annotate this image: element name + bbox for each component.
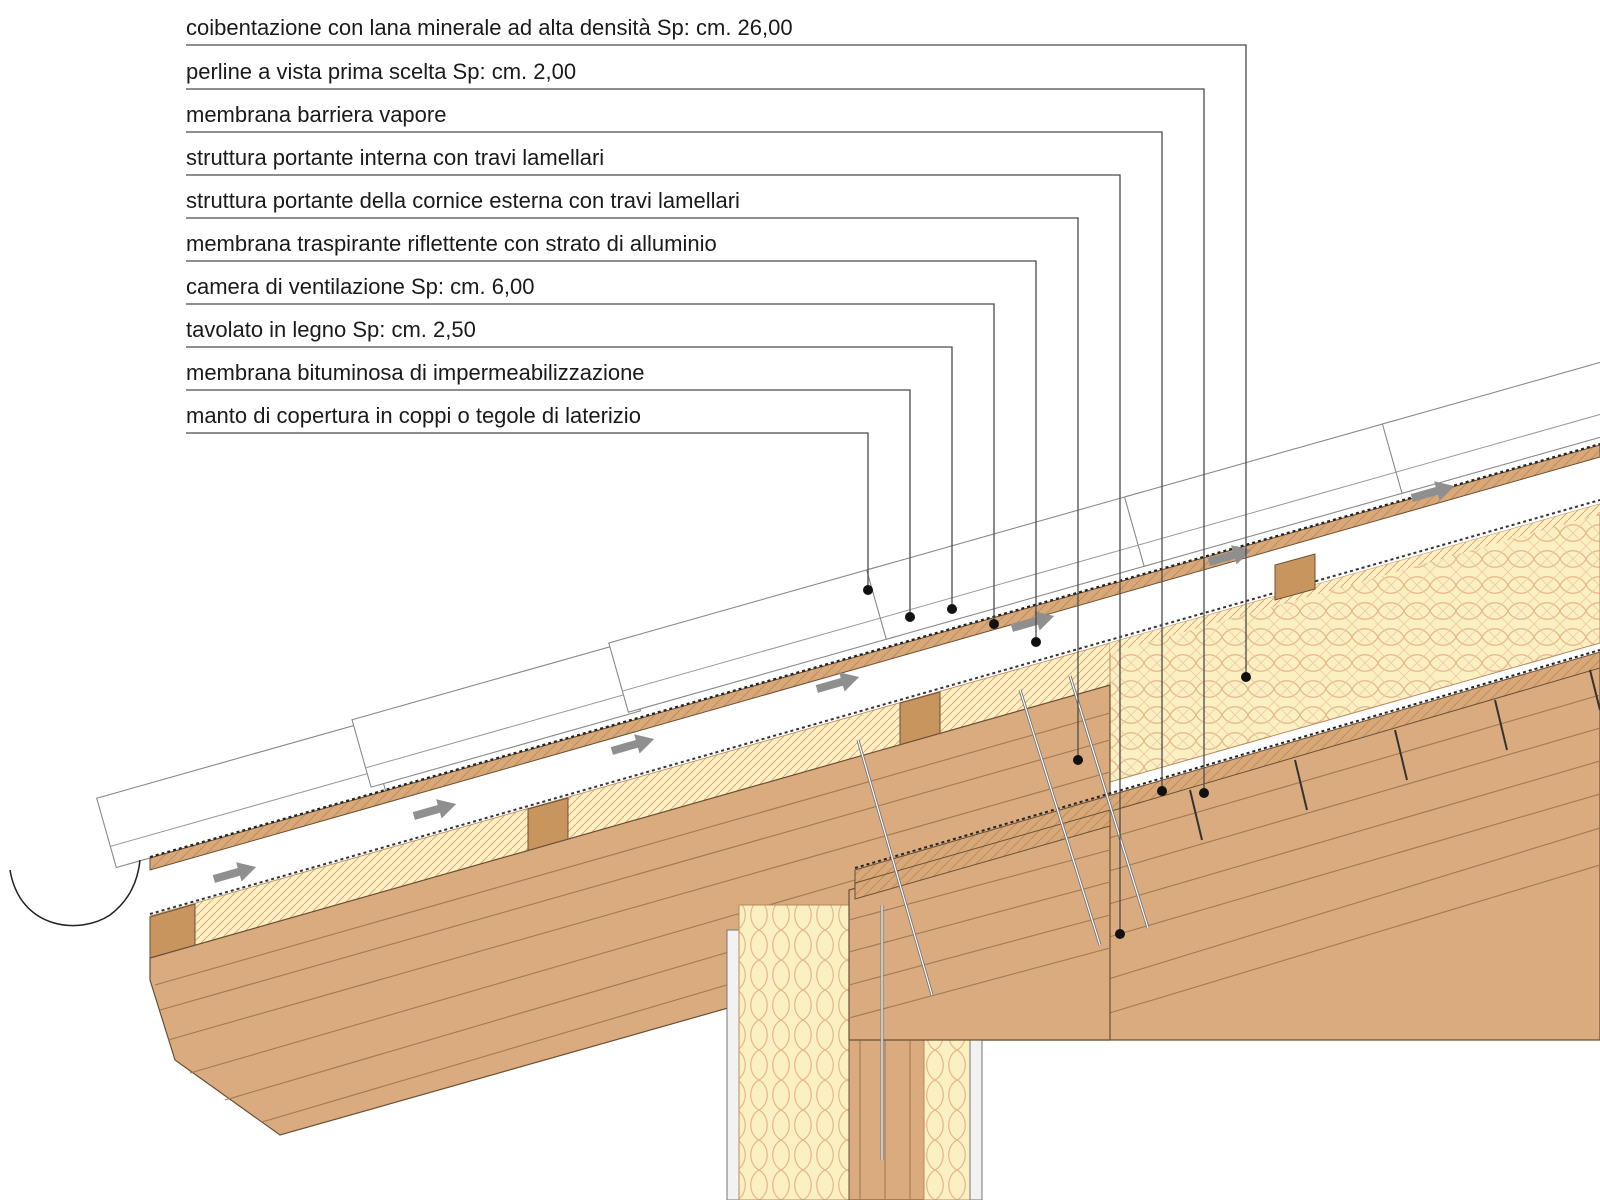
roof-tiles bbox=[96, 347, 1600, 869]
bullet-dot-icon bbox=[1073, 755, 1083, 765]
right-arrow-icon bbox=[1010, 611, 1055, 632]
label-membrana-bituminosa: membrana bituminosa di impermeabilizzazi… bbox=[186, 360, 645, 385]
label-coibentazione: coibentazione con lana minerale ad alta … bbox=[186, 15, 793, 40]
bullet-dot-icon bbox=[863, 585, 873, 595]
leader-coibentazione bbox=[186, 44, 1247, 677]
label-struttura-interna: struttura portante interna con travi lam… bbox=[186, 145, 604, 170]
leader-membrana-bituminosa bbox=[186, 389, 911, 617]
label-perline: perline a vista prima scelta Sp: cm. 2,0… bbox=[186, 59, 576, 84]
callout-dots bbox=[863, 585, 1251, 939]
leader-struttura-cornice bbox=[186, 217, 1079, 760]
label-manto-copertura: manto di copertura in coppi o tegole di … bbox=[186, 403, 641, 428]
leader-membrana-traspirante bbox=[186, 260, 1037, 642]
right-arrow-icon bbox=[412, 799, 457, 820]
bullet-dot-icon bbox=[905, 612, 915, 622]
label-camera-ventilazione: camera di ventilazione Sp: cm. 6,00 bbox=[186, 274, 535, 299]
leader-lines bbox=[186, 44, 1247, 934]
leader-manto-copertura bbox=[186, 432, 869, 590]
label-struttura-cornice: struttura portante della cornice esterna… bbox=[186, 188, 740, 213]
bullet-dot-icon bbox=[1115, 929, 1125, 939]
label-barriera-vapore: membrana barriera vapore bbox=[186, 102, 446, 127]
right-arrow-icon bbox=[1207, 545, 1252, 566]
bullet-dot-icon bbox=[947, 604, 957, 614]
label-tavolato: tavolato in legno Sp: cm. 2,50 bbox=[186, 317, 476, 342]
labels: coibentazione con lana minerale ad alta … bbox=[186, 15, 793, 428]
leader-camera-ventilazione bbox=[186, 303, 995, 624]
right-arrow-icon bbox=[610, 734, 655, 755]
structural-screws bbox=[856, 675, 1150, 1160]
right-arrow-icon bbox=[1410, 481, 1455, 502]
leader-barriera-vapore bbox=[186, 131, 1163, 791]
bullet-dot-icon bbox=[1241, 672, 1251, 682]
bullet-dot-icon bbox=[1157, 786, 1167, 796]
bullet-dot-icon bbox=[1031, 637, 1041, 647]
leader-tavolato bbox=[186, 346, 953, 609]
bullet-dot-icon bbox=[1199, 788, 1209, 798]
wall-section bbox=[726, 809, 1111, 1200]
ventilation-arrows bbox=[212, 481, 1455, 883]
leader-perline bbox=[186, 88, 1205, 793]
gutter bbox=[9, 859, 141, 927]
label-membrana-traspirante: membrana traspirante riflettente con str… bbox=[186, 231, 717, 256]
leader-struttura-interna bbox=[186, 174, 1121, 934]
right-arrow-icon bbox=[815, 672, 860, 693]
bullet-dot-icon bbox=[989, 619, 999, 629]
right-arrow-icon bbox=[212, 862, 257, 883]
